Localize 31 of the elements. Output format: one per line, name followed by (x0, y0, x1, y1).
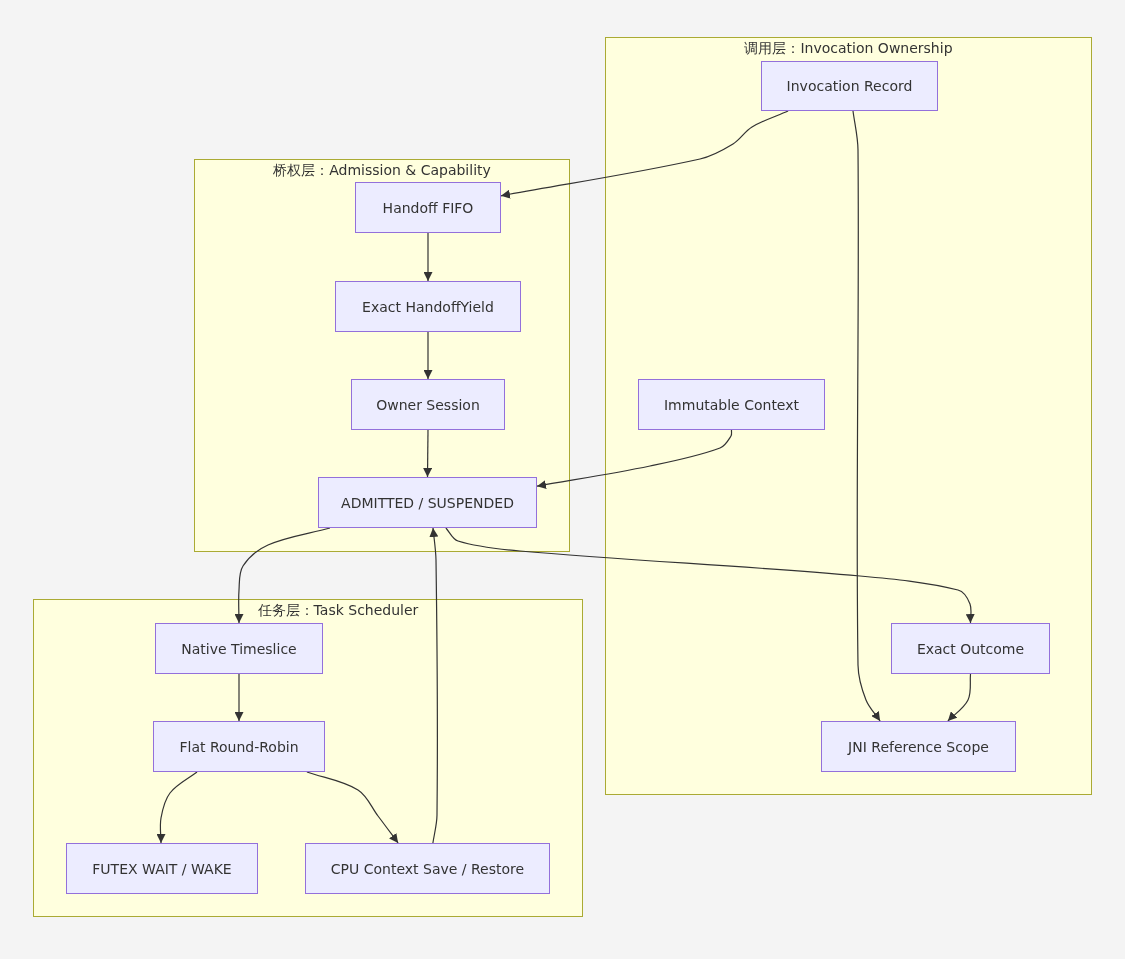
group-title: 桥权层：Admission & Capability (273, 161, 491, 179)
arrow (306, 771, 399, 844)
process-box: Owner Session (351, 379, 505, 430)
process-box: Native Timeslice (155, 623, 323, 674)
arrow (852, 110, 881, 722)
process-box: CPU Context Save / Restore (305, 843, 550, 894)
process-box: Immutable Context (638, 379, 825, 430)
arrow (156, 771, 198, 844)
group-title: 任务层：Task Scheduler (257, 601, 419, 619)
arrow (947, 673, 972, 722)
arrow (234, 673, 244, 722)
arrow (536, 429, 733, 490)
arrow (445, 527, 975, 624)
arrow (500, 110, 789, 199)
process-box: Flat Round-Robin (153, 721, 325, 772)
process-box: ADMITTED / SUSPENDED (318, 477, 537, 528)
group-panel (33, 599, 583, 917)
process-box: JNI Reference Scope (821, 721, 1016, 772)
arrow (423, 331, 433, 380)
arrow (423, 429, 433, 478)
process-box: Exact Outcome (891, 623, 1050, 674)
arrow (234, 527, 331, 624)
process-box: FUTEX WAIT / WAKE (66, 843, 258, 894)
group-panel (194, 159, 570, 552)
process-box: Invocation Record (761, 61, 938, 111)
process-box: Handoff FIFO (355, 182, 501, 233)
group-title: 调用层：Invocation Ownership (744, 39, 953, 57)
arrow (423, 232, 433, 282)
arrow (429, 527, 439, 844)
process-box: Exact HandoffYield (335, 281, 521, 332)
group-panel (605, 37, 1092, 795)
